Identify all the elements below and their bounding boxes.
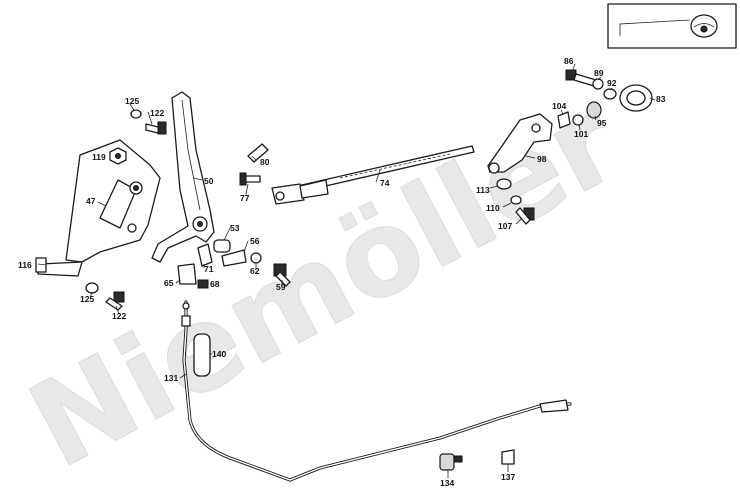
pedal-bracket (37, 139, 161, 277)
label-62: 62 (250, 266, 260, 276)
label-134: 134 (440, 478, 454, 488)
label-107: 107 (498, 221, 512, 231)
label-50: 50 (204, 176, 214, 186)
label-71: 71 (204, 264, 214, 274)
label-122-bottom: 122 (112, 311, 126, 321)
label-56: 56 (250, 236, 260, 246)
leader-lines (37, 63, 656, 478)
label-86: 86 (564, 56, 574, 66)
label-68: 68 (210, 279, 220, 289)
label-77: 77 (240, 193, 250, 203)
pedal-lever (151, 91, 215, 263)
label-80: 80 (260, 157, 270, 167)
label-140: 140 (212, 349, 226, 359)
label-125-top: 125 (125, 96, 139, 106)
label-92: 92 (607, 78, 617, 88)
label-122-top: 122 (150, 108, 164, 118)
label-137: 137 (501, 472, 515, 482)
adjusting-rod (271, 145, 475, 205)
label-113: 113 (476, 185, 490, 195)
label-83: 83 (656, 94, 666, 104)
steering-wheel-icon (607, 3, 737, 49)
label-98: 98 (537, 154, 547, 164)
parking-brake-cable (181, 300, 572, 482)
label-47: 47 (86, 196, 96, 206)
small-parts-left (85, 109, 291, 311)
label-131: 131 (164, 373, 178, 383)
label-116: 116 (18, 260, 32, 270)
label-110: 110 (486, 203, 500, 213)
label-89: 89 (594, 68, 604, 78)
label-53: 53 (230, 223, 240, 233)
label-104: 104 (552, 101, 566, 111)
label-125-bottom: 125 (80, 294, 94, 304)
label-119: 119 (92, 152, 106, 162)
label-65: 65 (164, 278, 174, 288)
label-59: 59 (276, 282, 286, 292)
label-101: 101 (574, 129, 588, 139)
part-labels: 86 89 92 83 104 95 101 98 113 110 107 12… (18, 56, 666, 488)
label-74: 74 (380, 178, 390, 188)
small-parts-right (496, 69, 653, 225)
right-bracket (487, 113, 553, 174)
label-95: 95 (597, 118, 607, 128)
